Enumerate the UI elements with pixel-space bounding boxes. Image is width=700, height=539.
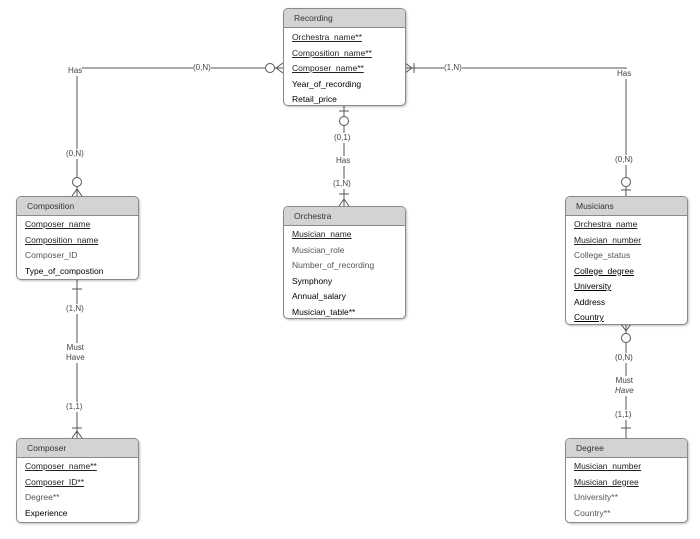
label-must-have-left: Must Have	[66, 343, 85, 363]
entity-composition[interactable]: Composition Composer_name Composition_na…	[16, 196, 139, 280]
attribute-pk: Composition_name**	[292, 47, 372, 58]
entity-recording[interactable]: Recording Orchestra_name** Composition_n…	[283, 8, 406, 106]
crowfoot-orchestra-top	[338, 198, 350, 207]
cardinality-composition-top: (0,N)	[66, 149, 84, 159]
attribute: Address	[574, 296, 606, 307]
attribute-pk: Musician_name	[292, 229, 352, 239]
label-has-left: Has	[68, 66, 83, 76]
cardinality-composition-bottom: (1,N)	[66, 304, 84, 314]
attribute: University**	[574, 492, 618, 502]
cardinality-composer-top: (1,1)	[66, 402, 83, 412]
cardinality-musicians-top: (0,N)	[615, 155, 633, 165]
entity-title: Orchestra	[284, 207, 405, 226]
cardinality-orchestra-top: (1,N)	[333, 179, 351, 189]
entity-orchestra[interactable]: Orchestra Musician_name Musician_role Nu…	[283, 206, 406, 319]
attribute-pk: Composition_name	[25, 234, 99, 245]
crowfoot-musicians-bottom	[620, 323, 632, 332]
attribute-pk: Composer_name	[25, 219, 91, 229]
label-have-left: Have	[66, 353, 85, 362]
entity-title: Musicians	[566, 197, 687, 216]
entity-musicians[interactable]: Musicians Orchestra_name Musician_number…	[565, 196, 688, 325]
label-have-right: Have	[615, 386, 634, 395]
label-has-right: Has	[617, 69, 632, 79]
attribute: Musician_role	[292, 244, 345, 255]
attribute: Annual_salary	[292, 291, 346, 301]
attribute: Composer_ID	[25, 250, 78, 260]
optional-circle-musicians-top	[621, 177, 631, 187]
entity-title: Composer	[17, 439, 138, 458]
entity-composer[interactable]: Composer Composer_name** Composer_ID** D…	[16, 438, 139, 523]
cardinality-recording-right: (1,N)	[444, 63, 462, 73]
optional-circle-musicians-bottom	[621, 333, 631, 343]
attribute: Country**	[574, 507, 611, 518]
entity-title: Composition	[17, 197, 138, 216]
cardinality-musicians-bottom: (0,N)	[615, 353, 633, 363]
attribute: College_status	[574, 250, 631, 260]
crowfoot-composer-top	[71, 430, 83, 439]
line-recording-musicians	[405, 67, 627, 196]
label-has-center: Has	[336, 156, 351, 166]
cardinality-degree-top: (1,1)	[615, 410, 632, 420]
label-must-left: Must	[66, 343, 85, 352]
attribute-pk: Orchestra_name**	[292, 32, 362, 42]
attribute-pk: Musician_number	[574, 234, 642, 245]
attribute-pk: Orchestra_name	[574, 219, 638, 229]
cardinality-recording-left: (0,N)	[193, 63, 211, 73]
attribute-pk: Composer_name**	[292, 63, 364, 73]
attribute: Country	[574, 312, 604, 322]
attribute-pk: Composer_ID**	[25, 476, 85, 487]
attribute: University	[574, 281, 612, 291]
attribute: Musician_table**	[292, 306, 356, 317]
crowfoot-composition-top	[71, 188, 83, 197]
attribute: Retail_price	[292, 94, 337, 104]
optional-circle-recording-left	[265, 63, 275, 73]
entity-title: Degree	[566, 439, 687, 458]
label-must-have-right: Must Have	[615, 376, 634, 396]
attribute: Type_of_compostion	[25, 265, 104, 276]
attribute: Experience	[25, 507, 68, 518]
attribute-pk: Musician_number	[574, 461, 642, 471]
crowfoot-recording-left	[275, 62, 284, 74]
attribute: Degree**	[25, 492, 60, 502]
entity-degree[interactable]: Degree Musician_number Musician_degree U…	[565, 438, 688, 523]
attribute-pk: Musician_degree	[574, 476, 639, 487]
attribute: Year_of_recording	[292, 78, 362, 89]
cardinality-recording-bottom: (0,1)	[334, 133, 351, 143]
optional-circle-composition-top	[72, 177, 82, 187]
attribute-pk: Composer_name**	[25, 461, 97, 471]
optional-circle-recording-bottom	[339, 116, 349, 126]
attribute: Number_of_recording	[292, 260, 375, 270]
attribute: College_degree	[574, 265, 635, 276]
crowfoot-recording-right	[404, 62, 413, 74]
entity-title: Recording	[284, 9, 405, 28]
label-must-right: Must	[615, 376, 634, 385]
line-recording-composition	[76, 67, 283, 196]
attribute: Symphony	[292, 275, 333, 286]
